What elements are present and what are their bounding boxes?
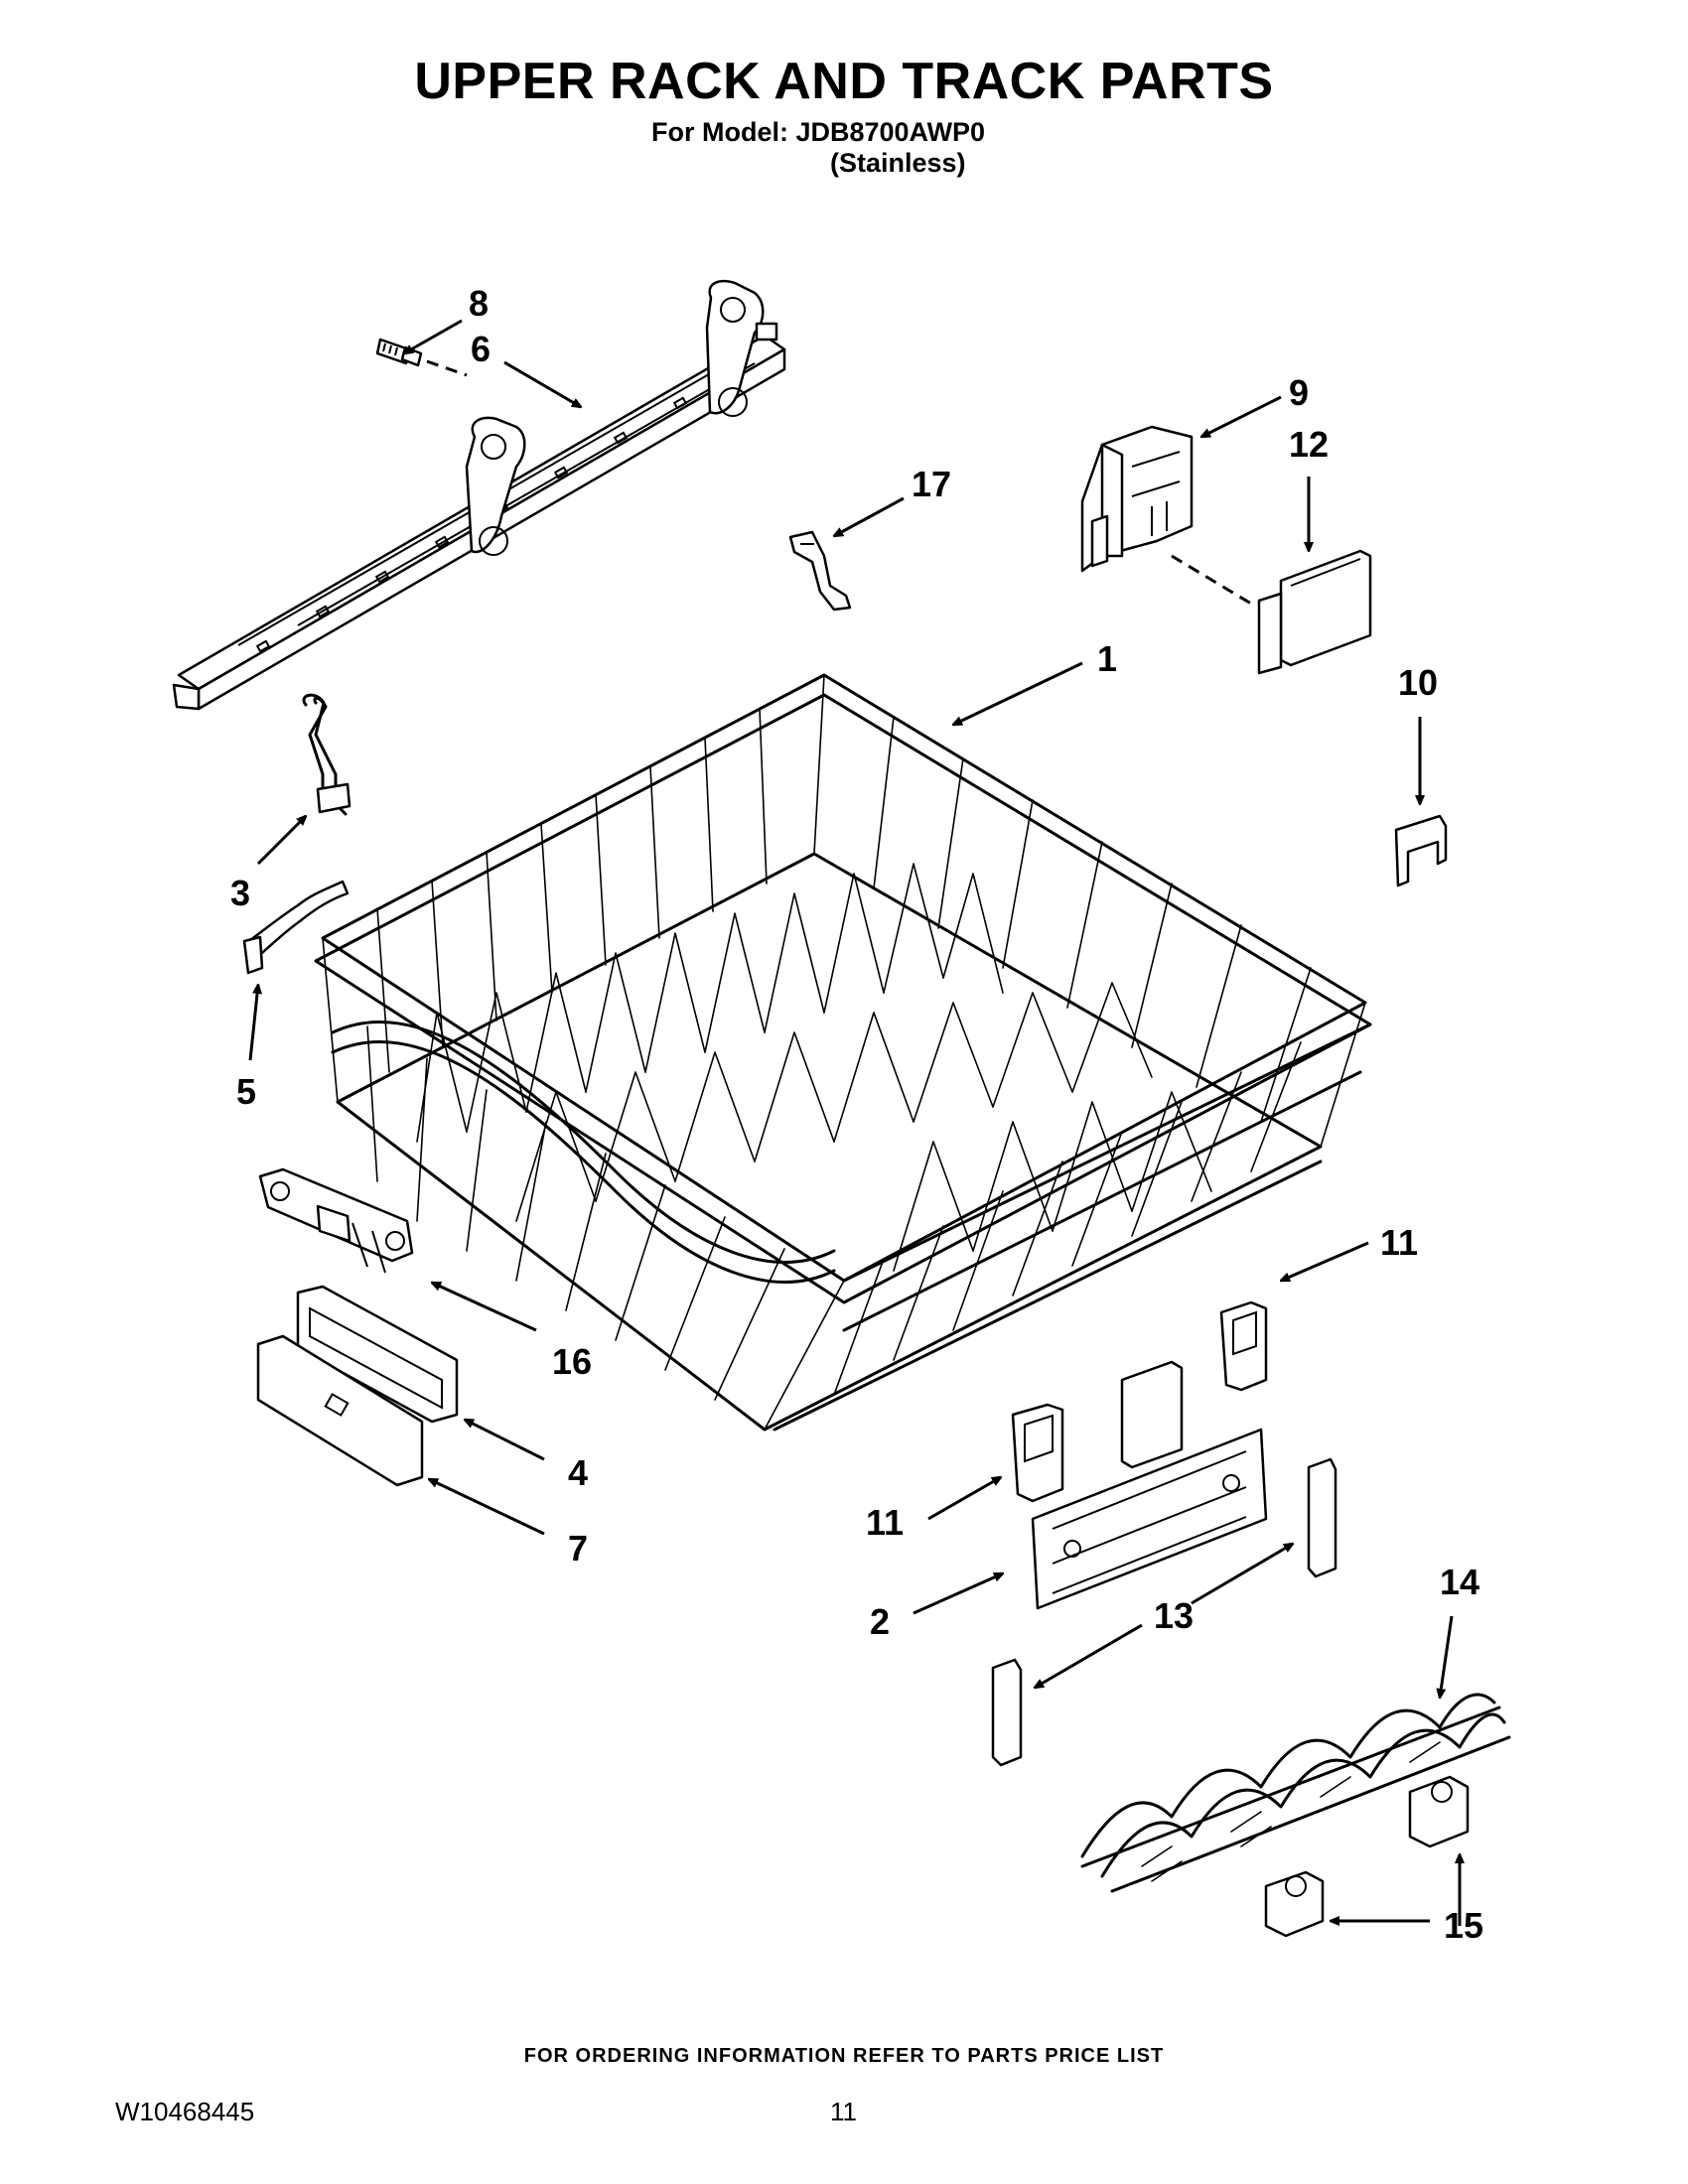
callout-8: 8	[469, 283, 489, 324]
wire-clip-part-3	[302, 693, 352, 816]
callout-2: 2	[870, 1601, 890, 1642]
handle-cover-part	[256, 1334, 424, 1487]
model-line: For Model: JDB8700AWP0	[651, 117, 986, 147]
callout-17: 17	[912, 464, 951, 504]
callout-16: 16	[552, 1341, 592, 1382]
clip-part-17	[788, 530, 852, 612]
callout-1: 1	[1097, 638, 1117, 679]
leader-lines	[248, 319, 1460, 1926]
page-title: UPPER RACK AND TRACK PARTS	[414, 53, 1274, 110]
callout-labels: 8 6 9 12 17 1 10 3 5 11 16 4 11 7 14 2 1…	[230, 283, 1483, 1946]
callout-3: 3	[230, 873, 250, 913]
callout-6: 6	[471, 329, 491, 369]
clip-part-11-upper	[1219, 1300, 1268, 1392]
stop-clip-part-10	[1394, 814, 1448, 887]
tine-row-part	[1080, 1693, 1511, 1893]
callout-11-upper: 11	[1380, 1222, 1418, 1263]
pin-part-13-left	[991, 1658, 1023, 1767]
handle-bracket-part	[258, 1167, 414, 1274]
callout-11-lower: 11	[866, 1502, 904, 1543]
upper-rack-part	[314, 673, 1372, 1432]
clip-part-11-lower	[1011, 1403, 1064, 1503]
pin-part-13-right	[1307, 1457, 1337, 1578]
model-subtitle: For Model: JDB8700AWP0 (Stainless)	[651, 117, 985, 179]
callout-4: 4	[568, 1452, 588, 1493]
clip-part-15-right	[1408, 1775, 1470, 1848]
page-number: 11	[830, 2097, 857, 2126]
clip-part-15-left	[1264, 1870, 1325, 1938]
callout-10: 10	[1398, 662, 1438, 703]
screw-part	[375, 338, 423, 367]
callout-13: 13	[1154, 1595, 1194, 1636]
document-number: W10468445	[115, 2097, 255, 2126]
ordering-note: FOR ORDERING INFORMATION REFER TO PARTS …	[523, 2045, 1165, 2067]
finish-line: (Stainless)	[830, 148, 966, 178]
adjuster-cover-part	[1257, 549, 1372, 675]
adjuster-housing-part	[1080, 425, 1194, 573]
adjuster-assembly-part	[1031, 1360, 1268, 1610]
callout-7: 7	[568, 1528, 588, 1569]
callout-12: 12	[1289, 424, 1329, 465]
track-rail-part	[172, 279, 786, 711]
callout-15: 15	[1444, 1905, 1483, 1946]
callout-5: 5	[236, 1071, 256, 1112]
strap-part-5	[242, 880, 350, 975]
callout-14: 14	[1440, 1562, 1479, 1602]
callout-9: 9	[1289, 372, 1309, 413]
